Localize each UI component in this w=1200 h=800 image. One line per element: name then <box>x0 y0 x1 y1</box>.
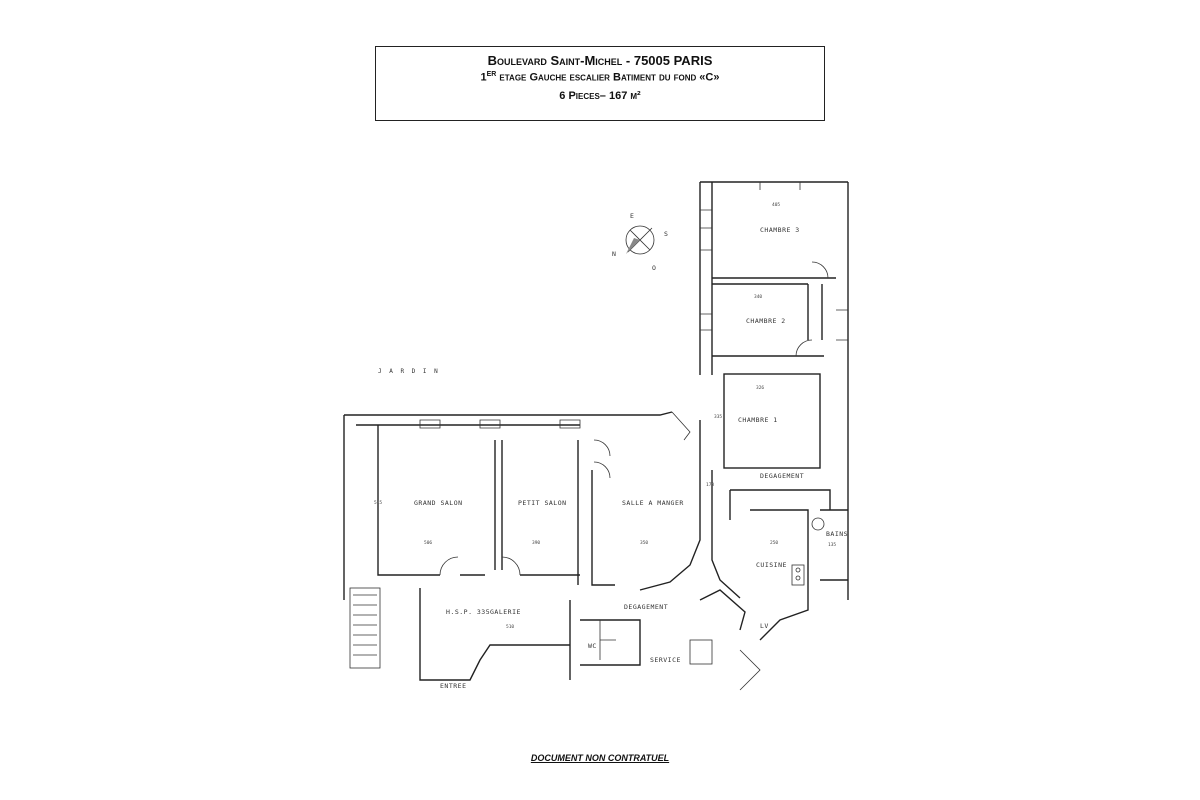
room-salle-a-manger: SALLE A MANGER <box>622 499 684 507</box>
dim-bains: 135 <box>828 542 836 548</box>
compass-east: E <box>630 212 634 220</box>
right-wing-walls <box>699 181 849 600</box>
dim-chambre-1-side: 335 <box>714 414 722 420</box>
room-galerie: GALERIE <box>490 608 521 616</box>
room-degagement-bottom: DEGAGEMENT <box>624 603 668 611</box>
dim-galerie: 510 <box>506 624 514 630</box>
dim-chambre-1: 326 <box>756 385 764 391</box>
floor-description-text: etage Gauche escalier Batiment du fond «… <box>496 71 720 84</box>
address-title: Boulevard Saint-Michel - 75005 PARIS <box>487 53 713 68</box>
room-petit-salon: PETIT SALON <box>518 499 567 507</box>
room-hsp: H.S.P. 335 <box>446 608 490 616</box>
disclaimer: DOCUMENT NON CONTRATUEL <box>530 753 670 763</box>
room-entree: ENTREE <box>440 682 466 690</box>
room-chambre-2: CHAMBRE 2 <box>746 317 786 325</box>
compass-icon: E S N O <box>612 212 668 272</box>
compass-north: N <box>612 250 616 258</box>
dim-grand-salon-side: 515 <box>374 500 382 506</box>
dim-grand-salon: 506 <box>424 540 432 546</box>
room-chambre-1: CHAMBRE 1 <box>738 416 778 424</box>
room-grand-salon: GRAND SALON <box>414 499 463 507</box>
dim-degagement: 170 <box>706 482 714 488</box>
floor-number: 1 <box>480 71 487 84</box>
room-bains: BAINS <box>826 530 848 538</box>
room-lv: LV <box>760 622 769 630</box>
compass-south: S <box>664 230 668 238</box>
floor-description: 1er etage Gauche escalier Batiment du fo… <box>376 71 824 84</box>
room-wc: WC <box>588 642 597 650</box>
service-walls <box>599 489 848 691</box>
dim-chambre-2: 340 <box>754 294 762 300</box>
floor-number-suffix: er <box>486 71 497 78</box>
dim-cuisine: 250 <box>770 540 778 546</box>
rooms-area: 6 Pieces– 167 m² <box>559 89 641 102</box>
dim-salle-a-manger: 350 <box>640 540 648 546</box>
garden-label: J A R D I N <box>378 368 440 375</box>
room-degagement-top: DEGAGEMENT <box>760 472 804 480</box>
room-service: SERVICE <box>650 656 681 664</box>
room-chambre-3: CHAMBRE 3 <box>760 226 800 234</box>
dim-petit-salon: 390 <box>532 540 540 546</box>
dim-chambre-3: 405 <box>772 202 780 208</box>
title-box: Boulevard Saint-Michel - 75005 PARIS 1er… <box>375 46 825 121</box>
room-cuisine: CUISINE <box>756 561 787 569</box>
main-wing-walls <box>343 411 741 681</box>
compass-west: O <box>652 264 656 272</box>
